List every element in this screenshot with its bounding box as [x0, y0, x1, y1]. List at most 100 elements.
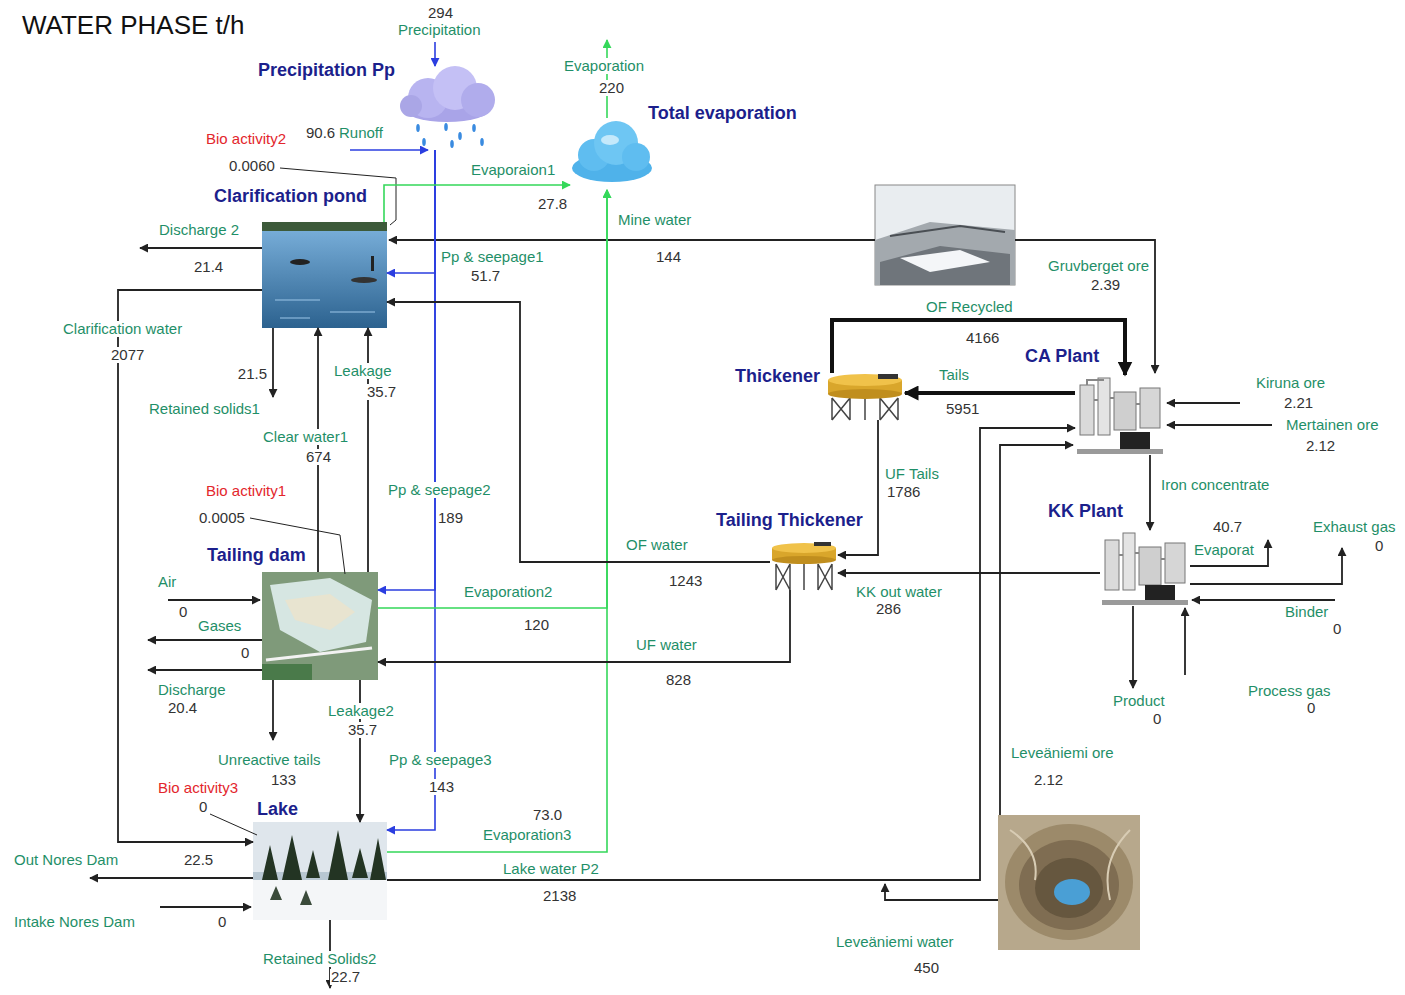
plant-box [1120, 432, 1150, 449]
flow-value: 51.7 [470, 268, 501, 284]
flow-label: Process gas [1247, 683, 1332, 699]
evaporation-arrow [1190, 540, 1268, 566]
flow-label: Product [1112, 693, 1166, 709]
flow-value: 40.7 [1212, 519, 1243, 535]
node-heading: CA Plant [1025, 347, 1099, 366]
flow-label: Leveäniemi ore [1010, 745, 1115, 761]
flow-label: Evaporaion1 [470, 162, 556, 178]
flow-value: 144 [655, 249, 682, 265]
pond-water [262, 222, 387, 328]
plant-box [1145, 585, 1175, 601]
pit-bench [1005, 824, 1133, 940]
flow-value: 35.7 [366, 384, 397, 400]
flow-value: 27.8 [537, 196, 568, 212]
flow-value: 22.5 [183, 852, 214, 868]
flow-value: 1243 [668, 573, 703, 589]
flow-value: 0 [1152, 711, 1162, 727]
plant-tank [1114, 392, 1136, 430]
flow-connector [378, 190, 607, 608]
flow-value: 189 [437, 510, 464, 526]
tank-top [772, 543, 836, 553]
flow-value: 0 [1306, 700, 1316, 716]
lake-photo [253, 822, 387, 920]
flow-label: Retained Solids2 [262, 951, 377, 967]
plant-column [1098, 378, 1110, 435]
process-node: Tailing dam [262, 572, 378, 680]
raindrop [450, 140, 454, 148]
flow-label: Exhaust gas [1312, 519, 1397, 535]
flow-value: 120 [523, 617, 550, 633]
process-node: KK Plant [1100, 530, 1190, 606]
node-heading: Tailing dam [207, 546, 306, 565]
flow-connector [838, 572, 1100, 574]
flow-label: Tails [938, 367, 970, 383]
flow-connector [905, 391, 1075, 395]
flow-label: UF water [635, 637, 698, 653]
mine-bench [880, 246, 1010, 285]
outflow-arrow [90, 877, 253, 879]
flow-label: Binder [1284, 604, 1329, 620]
flow-value: 220 [598, 80, 625, 96]
flow-label: Gases [197, 618, 242, 634]
plant-column [1080, 385, 1094, 435]
product-arrow [1132, 606, 1134, 688]
mine-bench [875, 222, 1015, 285]
process-node: Clarification pond [262, 222, 387, 328]
flow-connector [387, 428, 1075, 880]
node-heading: Thickener [735, 367, 820, 386]
pond-photo [262, 222, 387, 328]
flow-label: Evaporation3 [482, 827, 572, 843]
flow-value: 1786 [886, 484, 921, 500]
diagram-title: WATER PHASE t/h [22, 12, 245, 39]
flow-label: Leakage2 [327, 703, 395, 719]
flow-label: Discharge [157, 682, 227, 698]
process-node: Tailing Thickener [770, 540, 838, 590]
boat [290, 259, 310, 265]
flow-value: 143 [428, 779, 455, 795]
flow-label: Mine water [617, 212, 692, 228]
tank-legs [776, 564, 832, 590]
flow-label: Pp & seepage2 [387, 482, 492, 498]
flow-value: 0.0005 [198, 510, 246, 526]
flow-connector [378, 590, 790, 662]
flow-label: Pp & seepage1 [440, 249, 545, 265]
thickener-tank [828, 374, 902, 420]
node-heading: Total evaporation [648, 104, 797, 123]
evaporation-arrow [606, 40, 608, 118]
cloud-part [461, 83, 495, 117]
tank-bottom [828, 389, 902, 399]
flow-label: Air [157, 574, 177, 590]
lake-sky [253, 822, 387, 920]
rain-cloud [400, 66, 495, 148]
process-node: Thickener [825, 373, 905, 420]
trees [270, 886, 312, 905]
plant-base [1102, 600, 1188, 605]
flow-label: OF Recycled [925, 299, 1014, 315]
process-node: Total evaporation [570, 118, 650, 190]
tailing-thickener-tank [772, 542, 836, 590]
flow-label: Discharge 2 [158, 222, 240, 238]
tank-top [828, 374, 902, 386]
discharge-arrow [140, 247, 262, 249]
process-node: CA Plant [1075, 375, 1165, 455]
flow-connector [359, 680, 361, 822]
pit-ground [998, 815, 1140, 950]
snow-patch [900, 250, 990, 272]
flow-label: Clear water1 [262, 429, 349, 445]
pit-water [1054, 879, 1090, 905]
ripple [275, 300, 375, 318]
bio-label: Bio activity2 [205, 131, 287, 147]
flow-connector [384, 185, 570, 222]
boat [351, 277, 377, 283]
cloud-highlight [601, 135, 619, 145]
leader-line [210, 814, 257, 835]
dam-pond [270, 578, 372, 652]
mine-photo [875, 185, 1015, 285]
air-arrow [168, 599, 260, 601]
pit-bench [1019, 840, 1119, 930]
flow-connector [838, 420, 878, 555]
raindrop [480, 138, 484, 146]
flow-value: 828 [665, 672, 692, 688]
trees [262, 830, 386, 880]
tailings-beach [285, 594, 355, 630]
